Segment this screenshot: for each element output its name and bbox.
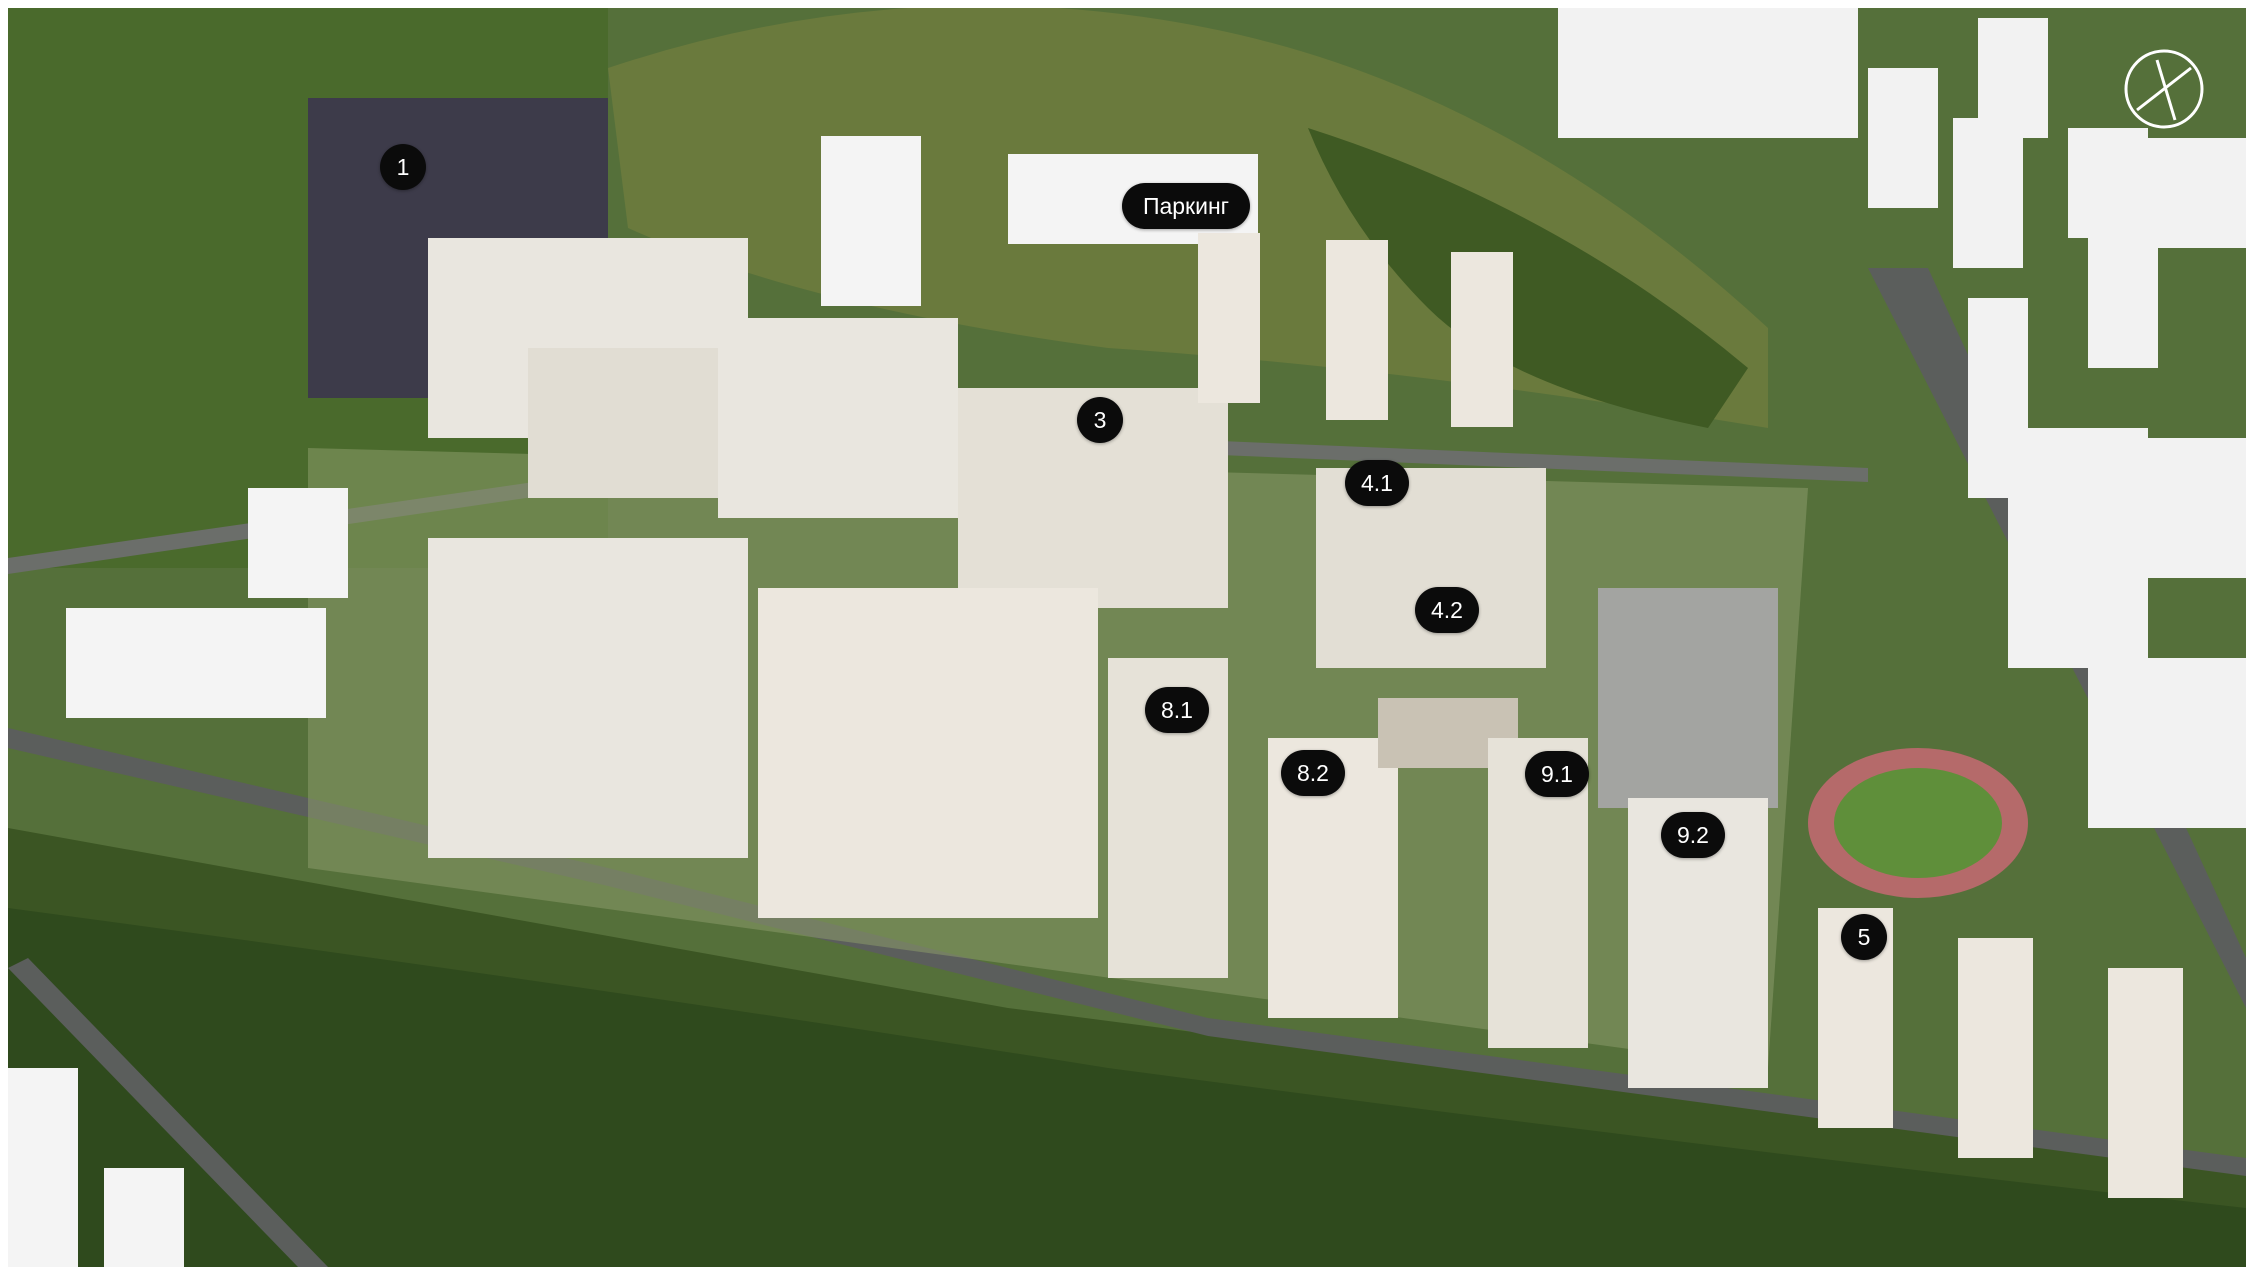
stadium-field (1834, 768, 2002, 878)
context-buildings-north (1558, 8, 2246, 828)
marker-building-8-2[interactable]: 8.2 (1281, 750, 1345, 796)
compass-north-icon[interactable] (2123, 48, 2205, 130)
hill-forest (1308, 128, 1748, 428)
marker-building-1[interactable]: 1 (380, 144, 426, 190)
marker-building-4-2[interactable]: 4.2 (1415, 587, 1479, 633)
marker-building-5[interactable]: 5 (1841, 914, 1887, 960)
road-left (8, 958, 328, 1267)
marker-parking[interactable]: Паркинг (1122, 183, 1250, 229)
marker-building-4-1[interactable]: 4.1 (1345, 460, 1409, 506)
marker-building-3[interactable]: 3 (1077, 397, 1123, 443)
marker-building-9-2[interactable]: 9.2 (1661, 812, 1725, 858)
marker-building-9-1[interactable]: 9.1 (1525, 751, 1589, 797)
marker-building-8-1[interactable]: 8.1 (1145, 687, 1209, 733)
forest-south-band (8, 908, 2246, 1267)
